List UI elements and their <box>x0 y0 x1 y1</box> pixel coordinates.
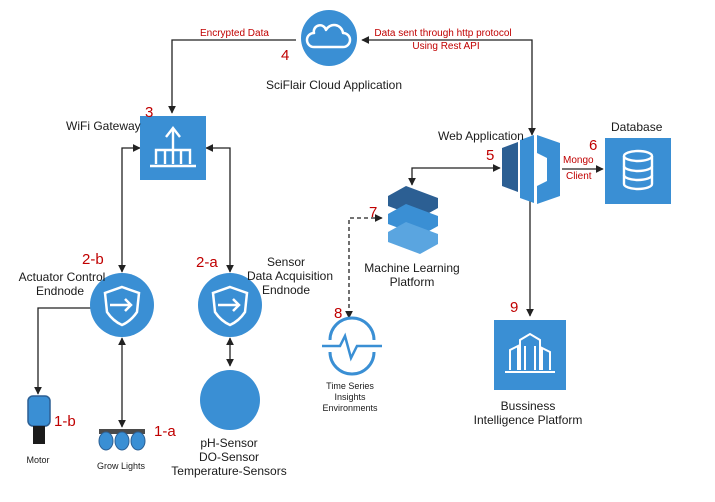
edge-gateway-cloud <box>168 39 296 114</box>
edge-ml-timeseries <box>345 214 383 319</box>
actuator-label-line2: Endnode <box>35 284 85 298</box>
pulse-icon <box>322 332 382 362</box>
time-series-label-line3: Environments <box>322 403 378 413</box>
motor-icon <box>27 395 51 444</box>
sensor-endnode-number: 2-a <box>196 254 218 271</box>
sensor-endnode <box>198 273 262 337</box>
time-series-label-line2: Insights <box>334 392 366 402</box>
edge-label-http-line1: Data sent through http protocol <box>374 28 512 39</box>
time-series-label-line1: Time Series <box>326 381 374 391</box>
edge-gateway-sensor-node <box>205 144 234 273</box>
cloud-number: 4 <box>281 47 290 64</box>
gateway-node <box>140 116 206 180</box>
gateway-icon <box>150 126 196 168</box>
ml-label-line1: Machine Learning <box>364 261 460 275</box>
connectors <box>34 36 604 428</box>
edge-label-mongo-line1: Mongo <box>563 155 594 166</box>
cloud-icon <box>305 23 352 49</box>
motor-label: Motor <box>26 455 50 465</box>
actuator-node <box>90 273 154 337</box>
gateway-number: 3 <box>145 104 154 121</box>
bi-label-line2: Intelligence Platform <box>473 413 583 427</box>
sensors-label-line2: DO-Sensor <box>198 450 260 464</box>
cloud-label: SciFlair Cloud Application <box>265 78 403 92</box>
database-icon <box>622 149 654 191</box>
database-number: 6 <box>589 137 598 154</box>
gateway-label: WiFi Gateway <box>66 119 141 133</box>
buildings-icon <box>505 332 555 373</box>
sensors-node <box>200 370 260 430</box>
web-app-label: Web Application <box>438 129 524 143</box>
database-label: Database <box>611 120 663 134</box>
bi-node <box>494 320 566 390</box>
actuator-number: 2-b <box>82 251 104 268</box>
time-series-node <box>322 316 382 376</box>
edge-cloud-webapp <box>361 36 536 136</box>
web-app-number: 5 <box>486 147 495 164</box>
grow-lights-icon <box>98 429 146 451</box>
shield-arrow-icon <box>103 285 141 327</box>
edge-label-encrypted: Encrypted Data <box>200 28 269 39</box>
sensors-label-line1: pH-Sensor <box>200 436 258 450</box>
motor-number: 1-b <box>54 413 76 430</box>
sensor-endnode-label-line2: Data Acquisition <box>246 269 334 283</box>
edge-gateway-actuator <box>118 144 141 273</box>
edge-label-http-line2: Using Rest API <box>412 41 480 52</box>
time-series-number: 8 <box>334 305 343 322</box>
sensors-label-line3: Temperature-Sensors <box>171 464 287 478</box>
sensor-endnode-label-line1: Sensor <box>266 255 306 269</box>
actuator-label-line1: Actuator Control <box>18 270 106 284</box>
ml-number: 7 <box>369 204 378 221</box>
ml-label-line2: Platform <box>389 275 435 289</box>
edge-actuator-motor <box>34 307 94 395</box>
edge-label-mongo-line2: Client <box>566 171 592 182</box>
web-app-node <box>502 135 560 204</box>
bi-number: 9 <box>510 299 519 316</box>
grow-lights-number: 1-a <box>154 423 176 440</box>
sensor-endnode-label-line3: Endnode <box>261 283 311 297</box>
shield-arrow-icon <box>211 285 249 327</box>
database-node <box>605 138 671 204</box>
bi-tile <box>494 320 566 390</box>
edge-webapp-ml <box>408 164 501 186</box>
cloud-circle <box>301 10 357 66</box>
bi-label-line1: Bussiness <box>500 399 556 413</box>
ml-node <box>388 186 438 254</box>
grow-lights-label: Grow Lights <box>96 461 146 471</box>
cloud-node <box>301 10 357 66</box>
